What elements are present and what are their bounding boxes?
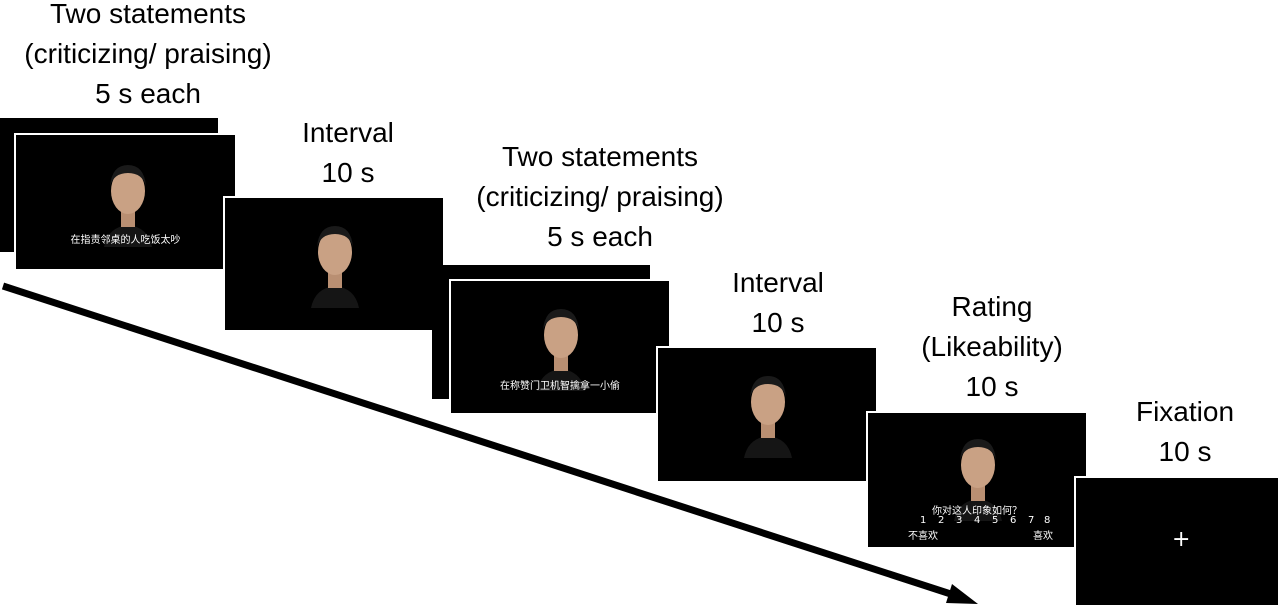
step-2-label: Interval 10 s xyxy=(270,113,426,193)
face-image xyxy=(537,309,585,391)
step-1-label-line-2: (criticizing/ praising) xyxy=(24,38,272,69)
statement-1-caption: 在指责邻桌的人吃饭太吵 xyxy=(70,235,181,246)
face-image xyxy=(954,439,1002,521)
step-5-label: Rating (Likeability) 10 s xyxy=(900,287,1084,407)
face-image xyxy=(744,376,792,458)
step-3-label-line-2: (criticizing/ praising) xyxy=(476,181,724,212)
step-5-label-line-2: (Likeability) xyxy=(921,331,1063,362)
step-1-label: Two statements (criticizing/ praising) 5… xyxy=(0,0,296,114)
rating-question: 你对这人印象如何？ xyxy=(932,506,1022,517)
rating-screen: 你对这人印象如何？ 1 2 3 4 5 6 7 8 不喜欢 喜欢 xyxy=(866,411,1088,549)
step-5-label-line-3: 10 s xyxy=(965,371,1019,402)
rating-scale-3: 3 xyxy=(956,515,963,526)
interval-screen-2 xyxy=(656,346,878,483)
interval-screen-1 xyxy=(223,196,445,332)
rating-scale-8: 8 xyxy=(1044,515,1051,526)
step-4-label: Interval 10 s xyxy=(700,263,856,343)
step-3-label-line-3: 5 s each xyxy=(547,221,653,252)
timeline-arrow-head xyxy=(946,584,978,604)
rating-scale-1: 1 xyxy=(920,515,927,526)
timeline-arrow-shaft xyxy=(1,282,962,601)
fixation-cross: + xyxy=(1172,527,1191,552)
rating-low-label: 不喜欢 xyxy=(908,531,938,542)
rating-scale-6: 6 xyxy=(1010,515,1017,526)
rating-scale-7: 7 xyxy=(1028,515,1035,526)
step-2-label-line-2: 10 s xyxy=(321,157,375,188)
step-2-label-line-1: Interval xyxy=(302,117,394,148)
step-6-label: Fixation 10 s xyxy=(1105,392,1265,472)
rating-scale-4: 4 xyxy=(974,515,981,526)
face-image xyxy=(104,165,152,247)
rating-scale-2: 2 xyxy=(938,515,945,526)
step-3-label: Two statements (criticizing/ praising) 5… xyxy=(450,137,750,257)
step-6-label-line-1: Fixation xyxy=(1135,396,1235,427)
step-3-label-line-1: Two statements xyxy=(501,141,699,172)
step-4-label-line-1: Interval xyxy=(732,267,824,298)
step-1-label-line-3: 5 s each xyxy=(95,78,201,109)
step-4-label-line-2: 10 s xyxy=(751,307,805,338)
step-5-label-line-1: Rating xyxy=(951,291,1033,322)
statement-screen-1-front: 在指责邻桌的人吃饭太吵 xyxy=(14,133,237,271)
rating-scale-5: 5 xyxy=(992,515,999,526)
fixation-screen: + xyxy=(1074,476,1280,607)
step-1-label-line-1: Two statements xyxy=(49,0,247,29)
statement-2-caption: 在称赞门卫机智擒拿一小偷 xyxy=(500,381,620,392)
face-image xyxy=(311,226,359,308)
step-6-label-line-2: 10 s xyxy=(1158,436,1212,467)
statement-screen-2-front: 在称赞门卫机智擒拿一小偷 xyxy=(449,279,671,415)
rating-high-label: 喜欢 xyxy=(1033,531,1053,542)
